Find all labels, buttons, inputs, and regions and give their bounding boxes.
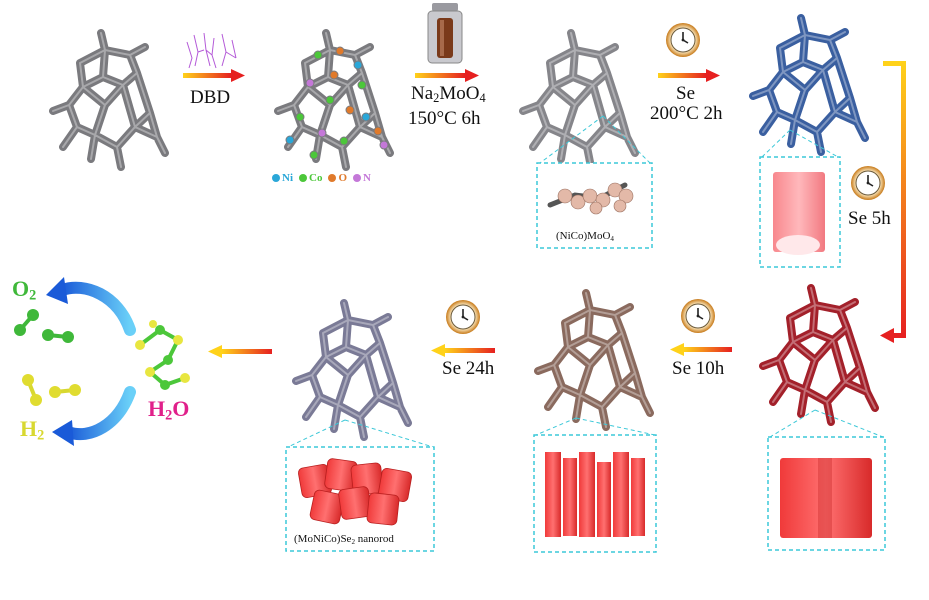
o2-molecules [14, 309, 74, 343]
blue-arc-arrow-bottom [52, 386, 136, 446]
se-reagent-label: Se [676, 83, 695, 104]
nanoparticle-cluster [557, 182, 634, 215]
purple-plasma-icon [186, 32, 237, 69]
se-condition-label: 200°C 2h [650, 103, 723, 124]
h2-label: H2 [20, 416, 45, 444]
h2o-label: H2O [148, 396, 190, 424]
decorated-foam-frame [278, 33, 390, 167]
arrow-dbd [183, 69, 245, 82]
legend-n: N [353, 172, 371, 184]
nanorod-caption: (MoNiCo)Se2 nanorod [294, 533, 394, 546]
clock-icon-1 [665, 22, 701, 58]
clock-icon-se10 [680, 298, 716, 334]
inset-nanosheet [533, 417, 657, 553]
o2-label: O2 [12, 276, 37, 304]
clock-icon-se24 [445, 299, 481, 335]
nicomoo4-caption: (NiCo)MoO4 [556, 230, 614, 243]
se24-label: Se 24h [442, 358, 495, 379]
water-molecule-cluster [135, 320, 190, 390]
blue-arc-arrow-top [46, 277, 136, 336]
legend-ni: Ni [272, 172, 293, 184]
legend-o: O [328, 172, 347, 184]
doped-particles [285, 46, 389, 160]
hydrothermal-condition-label: 150°C 6h [408, 108, 481, 129]
inset-nanocube [759, 129, 841, 268]
se10-label: Se 10h [672, 358, 725, 379]
arrow-se-200c [658, 69, 720, 82]
legend-co: Co [299, 172, 322, 184]
arrow-na2moo4 [415, 69, 479, 82]
arrow-se10 [670, 343, 732, 356]
clock-icon-se5 [850, 165, 886, 201]
autoclave-icon [427, 3, 463, 64]
inset-nanorod [285, 419, 435, 552]
arrow-side-connector [880, 61, 906, 343]
brown-foam-frame [538, 293, 650, 427]
inset-wall-block [767, 409, 886, 551]
nicomoo4-foam-frame [523, 33, 635, 167]
arrow-se24 [431, 344, 495, 357]
blue-foam-frame [753, 18, 865, 152]
darkred-foam-frame [763, 288, 875, 422]
h2-molecules [22, 374, 81, 406]
lavender-foam-frame [296, 303, 408, 437]
dbd-label: DBD [190, 87, 231, 108]
se5-label: Se 5h [848, 208, 891, 229]
gray-foam-frame [53, 33, 165, 167]
element-legend: Ni Co O N [272, 172, 371, 184]
na2moo4-label: Na2MoO4 [411, 83, 486, 106]
arrow-to-products [208, 345, 272, 358]
inset-nicomoo4 [536, 115, 653, 249]
